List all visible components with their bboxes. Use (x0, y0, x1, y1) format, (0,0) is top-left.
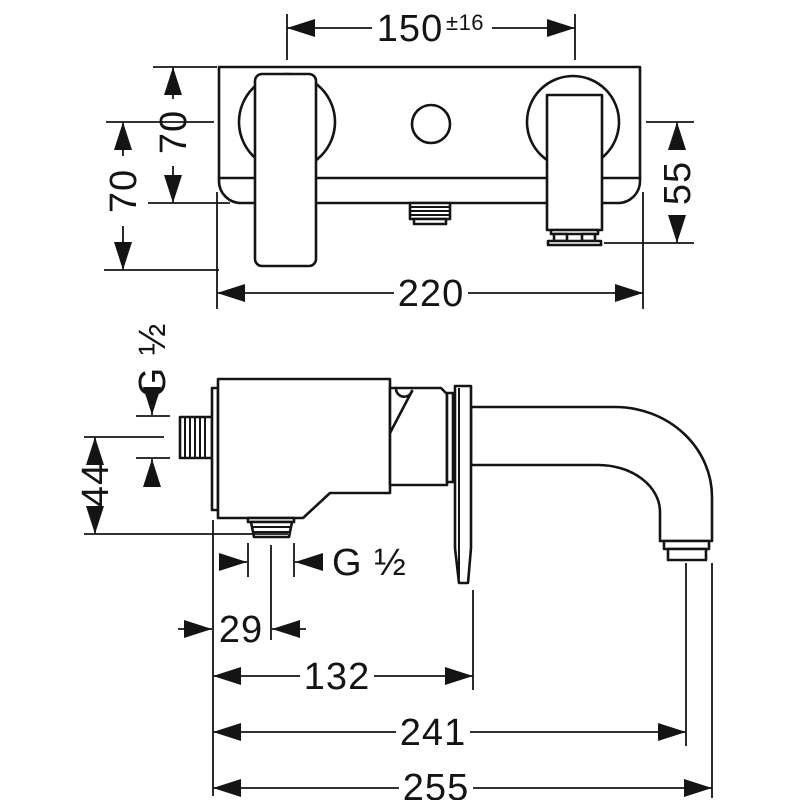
dim-body-width: 220 (216, 192, 644, 315)
lever-edge (388, 389, 414, 435)
aerator-lip (546, 239, 603, 247)
dim-connection-centers-tolerance: ±16 (446, 10, 484, 35)
handle-lever-side (388, 386, 414, 435)
dim-wall-to-escutcheon-label: 132 (304, 656, 370, 698)
dim-outlet-thread-label: G ½ (332, 542, 407, 584)
cartridge-housing (388, 386, 449, 487)
escutcheon-plate (453, 384, 473, 585)
front-view-dimensions: 150 ±16 70 70 (103, 8, 699, 315)
inlet-thread (178, 415, 214, 460)
spout-front (545, 93, 604, 247)
dim-connection-centers: 150 ±16 (286, 8, 576, 60)
spout-body-front (545, 93, 604, 232)
dim-total-projection-label: 255 (403, 767, 469, 800)
aerator-side (662, 539, 711, 562)
dim-body-height: 70 (148, 66, 230, 204)
aerator-band (549, 228, 600, 236)
dim-spout-drop-label: 55 (657, 161, 699, 205)
spout-side (469, 405, 714, 543)
side-view-dimensions: G ½ 44 G ½ (75, 323, 713, 800)
escutcheon-back-plate (445, 391, 455, 484)
mixer-body-side (216, 377, 392, 520)
dim-inlet-thread: G ½ (132, 323, 174, 487)
dim-center-to-handle-end: 70 (103, 121, 219, 271)
dim-reach-to-aerator-label: 241 (400, 712, 466, 754)
dim-total-projection: 255 (213, 563, 713, 800)
dim-inlet-to-outlet-drop-label: 44 (75, 463, 117, 507)
side-view: G ½ 44 G ½ (75, 323, 714, 800)
hose-outlet-lip (412, 217, 448, 226)
dim-center-to-handle-end-label: 70 (103, 169, 145, 213)
handle-lever-front (253, 72, 318, 268)
diverter-cap (410, 103, 452, 145)
dim-spout-drop: 55 (604, 121, 699, 244)
dim-connection-centers-label: 150 (377, 8, 443, 50)
hose-outlet-front (408, 201, 452, 226)
dim-wall-to-outlet: 29 (178, 609, 306, 651)
lever-cap (394, 386, 414, 398)
dim-body-height-label: 70 (153, 110, 195, 154)
dim-body-width-label: 220 (398, 273, 464, 315)
dim-wall-to-outlet-label: 29 (219, 609, 263, 651)
dim-outlet-thread: G ½ (219, 542, 407, 584)
dim-reach-to-aerator: 241 (213, 563, 687, 754)
dim-wall-to-escutcheon: 132 (213, 590, 474, 698)
aerator-tip (666, 547, 708, 562)
escutcheon-side (453, 384, 473, 585)
side-view-product (178, 377, 714, 585)
dim-inlet-thread-label: G ½ (132, 323, 174, 398)
front-view: 150 ±16 70 70 (103, 8, 699, 315)
front-view-product (217, 65, 642, 268)
dim-inlet-to-outlet-drop: 44 (75, 436, 288, 535)
